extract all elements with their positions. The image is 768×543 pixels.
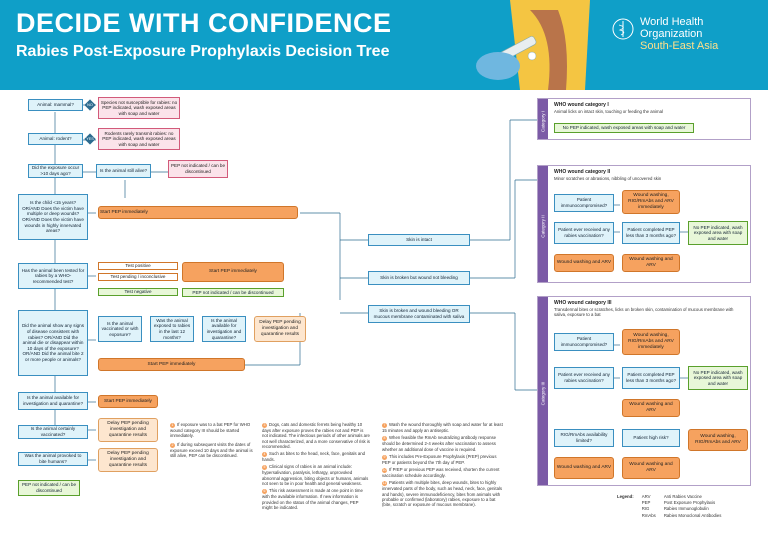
question-animal-tested: Has the animal been tested for rabies by… [18, 263, 88, 289]
c2-pep-3-months: Patient completed PEP less than 3 months… [622, 222, 680, 244]
c3-wound-rig-arv-2: Wound washing, RIG/RmAbs and ARV [688, 429, 748, 451]
c3-no-pep: No PEP indicated, wash exposed area with… [688, 366, 748, 390]
outcome-not-indicated-2: PEP not indicated / can be discontinued [182, 288, 284, 297]
question-child-wounds: Is the child <15 years? OR/AND Does the … [18, 194, 88, 240]
c3-wound-rig-arv: Wound washing, RIG/RmAbs and ARV immedia… [622, 329, 680, 355]
outcome-start-pep-2: Start PEP immediately [182, 262, 284, 282]
c2-wound-arv-2: Wound washing and ARV [622, 254, 680, 272]
question-available-quarantine: Is the animal available for investigatio… [202, 316, 246, 342]
skin-intact: Skin is intact [368, 234, 470, 246]
category-2-panel: Category II WHO wound category II Minor … [537, 165, 751, 283]
c3-rig-limited: RIG/RmAbs availability limited? [554, 429, 614, 447]
question-exposure-10-days: Did the exposure occur >10 days ago? [28, 164, 83, 178]
c3-wound-arv-2: Wound washing and ARV [554, 457, 614, 479]
header-banner: DECIDE WITH CONFIDENCE Rabies Post-Expos… [0, 0, 768, 90]
c3-wound-arv: Wound washing and ARV [622, 399, 680, 417]
question-certainly-vaccinated: Is the animal certainly vaccinated? [18, 425, 88, 439]
c3-immunocompromised: Patient immunocompromised? [554, 333, 614, 351]
question-vaccinated: Is the animal vaccinated or with exposur… [98, 316, 142, 342]
who-logo-text: World Health Organization South-East Asi… [640, 16, 719, 52]
category-1-result: No PEP indicated, wash exposed areas wit… [554, 123, 694, 133]
category-3-panel: Category III WHO wound category III Tran… [537, 296, 751, 486]
test-negative: Test negative [98, 288, 178, 296]
outcome-delay-pep: Delay PEP pending investigation and quar… [254, 316, 306, 342]
question-provoked: Was the animal provoked to bite humans? [18, 452, 88, 466]
question-signs-of-disease: Did the animal show any signs of disease… [18, 310, 88, 376]
outcome-not-indicated-3: PEP not indicated / can be discontinued [18, 480, 80, 496]
c2-ever-vaccinated: Patient ever received any rabies vaccina… [554, 222, 614, 244]
question-animal-alive: Is the animal still alive? [96, 164, 151, 178]
vaccination-illustration [476, 0, 590, 90]
outcome-not-indicated: PEP not indicated / can be discontinued [168, 160, 228, 178]
page-title: DECIDE WITH CONFIDENCE [16, 8, 392, 38]
category-1-panel: Category I WHO wound category I Animal l… [537, 98, 751, 140]
yes-diamond: YES [85, 134, 95, 144]
skin-bleeding: Skin is broken and wound bleeding OR muc… [368, 305, 470, 323]
c2-no-pep: No PEP indicated, wash exposed area with… [688, 221, 748, 245]
c3-pep-3-months: Patient completed PEP less than 3 months… [622, 367, 680, 389]
test-positive: Test positive [98, 262, 178, 270]
c2-immunocompromised: Patient immunocompromised? [554, 194, 614, 212]
question-mammal: Animal: mammal? [28, 99, 83, 111]
question-exposed-12-months: Was the animal exposed to rabies in the … [150, 316, 194, 342]
outcome-delay-pep-2: Delay PEP pending investigation and quar… [98, 418, 158, 442]
outcome-start-pep-3: Start PEP immediately [98, 358, 245, 371]
question-rodent: Animal: rodent? [28, 133, 83, 145]
c2-wound-rig-arv: Wound washing, RIG/RmAbs and ARV immedia… [622, 190, 680, 214]
c3-wound-arv-3: Wound washing and ARV [622, 457, 680, 479]
c3-high-risk: Patient high risk? [622, 429, 680, 447]
test-pending: Test pending / inconclusive [98, 273, 178, 281]
outcome-start-pep: Start PEP immediately [98, 206, 298, 219]
outcome-rodent: Rodents rarely transmit rabies: no PEP i… [98, 128, 180, 150]
c3-ever-vaccinated: Patient ever received any rabies vaccina… [554, 367, 614, 389]
page-subtitle: Rabies Post-Exposure Prophylaxis Decisio… [16, 43, 390, 60]
outcome-start-pep-4: Start PEP immediately [98, 395, 158, 408]
outcome-not-susceptible: Species not susceptible for rabies: no P… [98, 97, 180, 119]
outcome-delay-pep-3: Delay PEP pending investigation and quar… [98, 448, 158, 472]
skin-broken: Skin is broken but wound not bleeding [368, 271, 470, 285]
who-emblem-icon [612, 18, 634, 40]
question-available-investigation: Is the animal available for investigatio… [18, 392, 88, 410]
no-diamond: NO [85, 100, 95, 110]
c2-wound-arv: Wound washing and ARV [554, 254, 614, 272]
